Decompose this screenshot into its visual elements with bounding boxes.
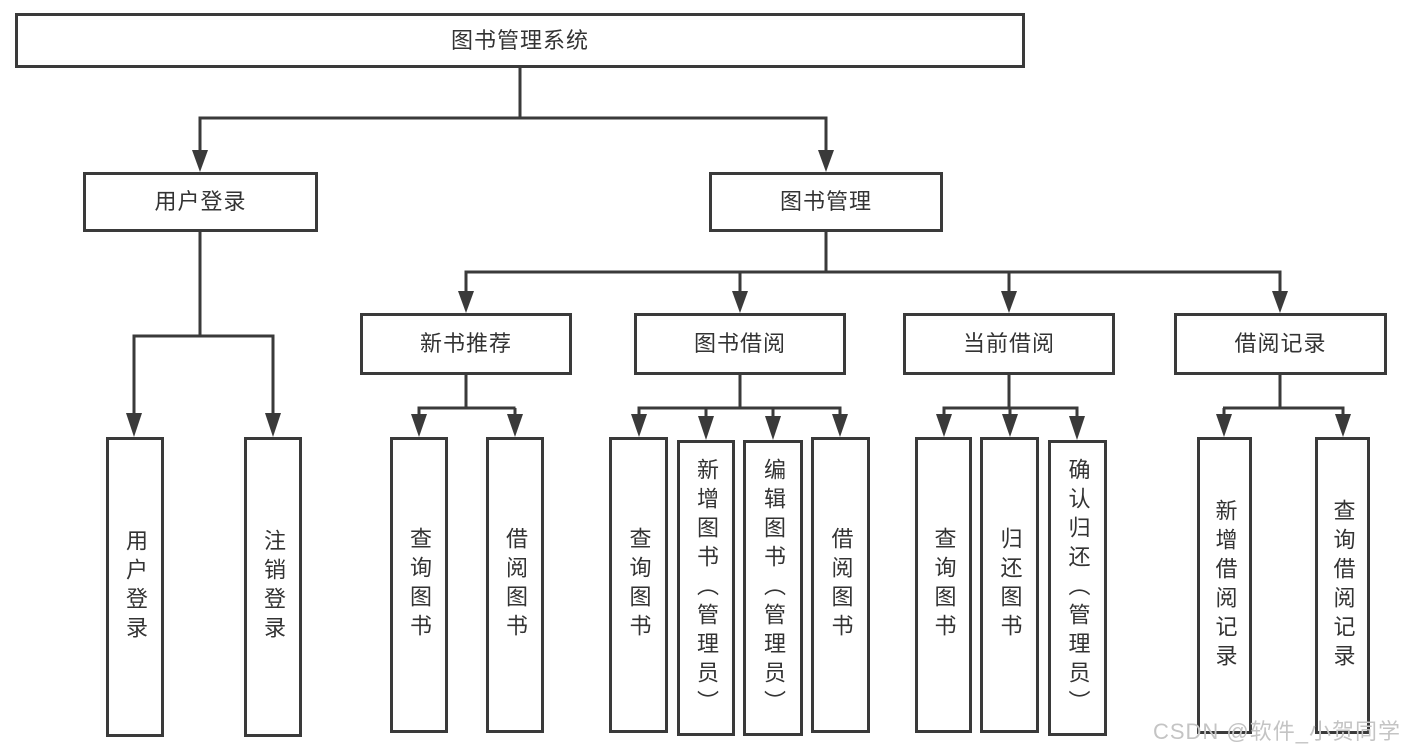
node-book-borrowing-label: 图书借阅	[693, 331, 786, 356]
branch-user-login-to-leaves	[126, 232, 281, 437]
arrowhead-icon	[818, 150, 834, 172]
leaf-logout: 注销登录	[244, 437, 302, 737]
leaf-return-books-label: 归还图书	[997, 527, 1023, 643]
node-borrowing-records: 借阅记录	[1174, 313, 1387, 375]
leaf-query-books-recommend: 查询图书	[390, 437, 448, 733]
arrowhead-icon	[631, 414, 647, 437]
arrowhead-icon	[1272, 291, 1288, 313]
leaf-add-books-admin-label: 新增图书（管理员）	[694, 457, 719, 719]
arrowhead-icon	[411, 414, 427, 437]
leaf-query-borrow-record-label: 查询借阅记录	[1330, 498, 1356, 673]
leaf-query-books-borrowing: 查询图书	[609, 437, 668, 733]
node-new-book-recommend-label: 新书推荐	[419, 331, 512, 356]
csdn-watermark: CSDN @软件_小贺同学	[1152, 719, 1401, 744]
arrowhead-icon	[1216, 414, 1232, 437]
node-new-book-recommend: 新书推荐	[360, 313, 572, 375]
arrowhead-icon	[1069, 416, 1085, 440]
node-root-system: 图书管理系统	[15, 13, 1025, 68]
leaf-user-login-label: 用户登录	[123, 529, 148, 645]
branch-book-management-to-level3	[458, 232, 1288, 313]
node-user-login-label: 用户登录	[154, 189, 247, 214]
leaf-borrow-books-recommend: 借阅图书	[486, 437, 544, 733]
leaf-logout-label: 注销登录	[261, 529, 286, 645]
leaf-query-books-recommend-label: 查询图书	[407, 527, 432, 643]
branch-new-book-recommend-to-leaves	[411, 375, 523, 437]
arrowhead-icon	[458, 291, 474, 313]
arrowhead-icon	[765, 416, 781, 440]
leaf-confirm-return-admin-label: 确认归还（管理员）	[1065, 457, 1091, 719]
leaf-return-books: 归还图书	[980, 437, 1039, 733]
arrowhead-icon	[936, 414, 952, 437]
branch-current-borrowing-to-leaves	[936, 375, 1085, 440]
arrowhead-icon	[192, 150, 208, 172]
branch-borrowing-records-to-leaves	[1216, 375, 1351, 437]
leaf-query-books-current: 查询图书	[915, 437, 972, 733]
node-current-borrowing: 当前借阅	[903, 313, 1115, 375]
arrowhead-icon	[1001, 291, 1017, 313]
arrowhead-icon	[507, 414, 523, 437]
node-current-borrowing-label: 当前借阅	[962, 331, 1055, 356]
leaf-query-borrow-record: 查询借阅记录	[1315, 437, 1370, 734]
leaf-user-login: 用户登录	[106, 437, 164, 737]
leaf-borrow-books-borrowing-label: 借阅图书	[828, 527, 854, 643]
leaf-edit-books-admin-label: 编辑图书（管理员）	[761, 457, 786, 719]
leaf-add-borrow-record: 新增借阅记录	[1197, 437, 1252, 734]
arrowhead-icon	[126, 413, 142, 437]
arrowhead-icon	[698, 416, 714, 440]
arrowhead-icon	[832, 414, 848, 437]
branch-root-to-level2	[192, 68, 834, 172]
leaf-query-books-borrowing-label: 查询图书	[626, 527, 652, 643]
branch-book-borrowing-to-leaves	[631, 375, 848, 440]
leaf-edit-books-admin: 编辑图书（管理员）	[743, 440, 803, 736]
arrowhead-icon	[1002, 414, 1018, 437]
leaf-confirm-return-admin: 确认归还（管理员）	[1048, 440, 1107, 736]
leaf-borrow-books-recommend-label: 借阅图书	[503, 527, 528, 643]
arrowhead-icon	[1335, 414, 1351, 437]
node-user-login: 用户登录	[83, 172, 318, 232]
leaf-query-books-current-label: 查询图书	[931, 527, 957, 643]
leaf-add-borrow-record-label: 新增借阅记录	[1212, 498, 1238, 673]
node-borrowing-records-label: 借阅记录	[1234, 331, 1327, 356]
node-book-management-label: 图书管理	[779, 189, 872, 214]
leaf-borrow-books-borrowing: 借阅图书	[811, 437, 870, 733]
node-root-label: 图书管理系统	[450, 27, 589, 53]
arrowhead-icon	[732, 291, 748, 313]
leaf-add-books-admin: 新增图书（管理员）	[677, 440, 735, 736]
node-book-borrowing: 图书借阅	[634, 313, 846, 375]
node-book-management: 图书管理	[709, 172, 943, 232]
arrowhead-icon	[265, 413, 281, 437]
